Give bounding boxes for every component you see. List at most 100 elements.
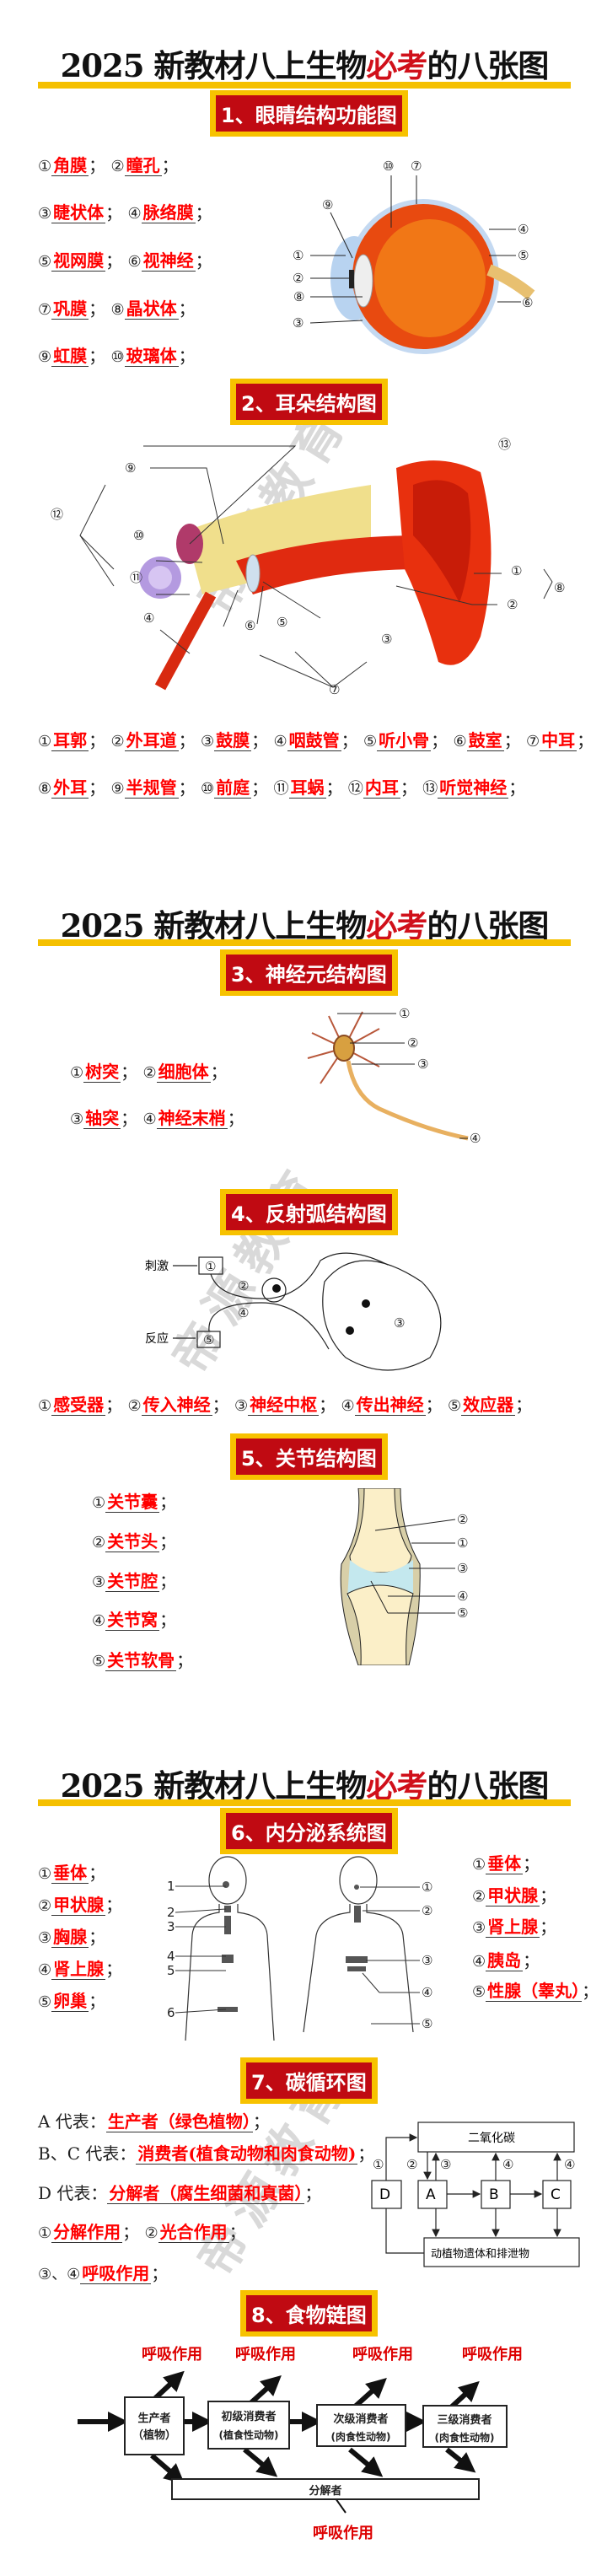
- answer-text: 晶状体: [124, 298, 179, 320]
- answer-number: ⑩: [201, 780, 215, 798]
- answer-number: ①: [38, 733, 52, 750]
- respiration-label: 呼吸作用: [313, 2524, 373, 2542]
- separator: ；: [178, 346, 196, 366]
- separator: ；: [105, 250, 123, 271]
- joint-mark: ⑤: [457, 1605, 468, 1621]
- answer-text: 听小骨: [377, 730, 432, 751]
- answer-text: 卵巢: [51, 1991, 89, 2012]
- eye-mark: ②: [293, 271, 304, 286]
- answer-number: ⑤: [92, 1653, 106, 1670]
- separator: ；: [105, 202, 123, 223]
- section-heading-neuron: 3、神经元结构图: [220, 949, 398, 996]
- separator: ；: [89, 155, 106, 175]
- answer-number: ①: [92, 1494, 106, 1512]
- answer-number: ④: [472, 1953, 486, 1971]
- answer-text: 垂体: [51, 1863, 89, 1884]
- remains-label: 动植物遗体和排泄物: [431, 2248, 529, 2261]
- answer-number: ⑤: [448, 1397, 462, 1415]
- joint-mark: ②: [457, 1512, 468, 1527]
- separator: ；: [582, 1981, 599, 2001]
- separator: ；: [195, 202, 212, 223]
- ear-mark: ⑧: [554, 580, 565, 595]
- ear-mark: ⑬: [498, 437, 511, 452]
- answer-text: 生产者（绿色植物）: [105, 2111, 253, 2132]
- answer-text: 中耳: [540, 730, 577, 751]
- separator: ；: [577, 730, 594, 750]
- answer-number: ④: [92, 1612, 106, 1630]
- answer-text: 树突: [83, 1062, 121, 1083]
- answer-number: ⑩: [110, 348, 125, 366]
- answer-number: ④: [142, 1111, 157, 1128]
- answer-number: ④: [273, 733, 287, 750]
- separator: ；: [503, 730, 521, 750]
- neuron-mark: ②: [407, 1035, 418, 1051]
- ear-mark: ①: [511, 563, 522, 578]
- answer-number: ⑨: [110, 780, 125, 798]
- carbon-mark: ①: [373, 2157, 384, 2172]
- answer-text: 角膜: [51, 155, 89, 176]
- separator: ；: [89, 346, 106, 366]
- answer-text: 关节腔: [105, 1571, 160, 1592]
- neuron-mark: ④: [470, 1131, 481, 1146]
- answer-number: ④: [127, 205, 142, 223]
- answer-number: ②: [472, 1888, 486, 1906]
- section-heading-reflex: 4、反射弧结构图: [220, 1189, 398, 1235]
- separator: ；: [341, 730, 358, 750]
- page-title: 2025 新教材八上生物必考的八张图: [60, 1767, 550, 1804]
- answer-text: 巩膜: [51, 298, 89, 320]
- answer-text: 玻璃体: [124, 346, 179, 367]
- female-mark: 4: [167, 1949, 175, 1964]
- answer-text: 关节头: [105, 1531, 160, 1552]
- section-heading-foodchain: 8、食物链图: [240, 2290, 378, 2337]
- separator: ；: [105, 1895, 123, 1915]
- reflex-mark: ④: [238, 1305, 249, 1320]
- answer-prefix: A 代表：: [38, 2111, 106, 2132]
- answer-number: ②: [38, 1897, 52, 1915]
- separator: ；: [325, 777, 343, 798]
- ear-mark: ⑨: [125, 460, 136, 476]
- answer-number: ⑧: [38, 780, 52, 798]
- answer-prefix: D 代表：: [38, 2183, 108, 2203]
- answer-text: 肾上腺: [51, 1959, 106, 1980]
- answer-text: 关节窝: [105, 1610, 160, 1631]
- separator: ；: [159, 1571, 177, 1591]
- answer-text: 胰岛: [486, 1950, 524, 1971]
- separator: ；: [161, 155, 179, 175]
- female-mark: 5: [167, 1963, 175, 1978]
- separator: ；: [151, 2263, 169, 2283]
- answer-text: 虹膜: [51, 346, 89, 367]
- reflex-arc-diagram: 刺激 反应 ① ② ③ ④ ⑤: [145, 1252, 442, 1371]
- section-heading-endocrine: 6、内分泌系统图: [220, 1808, 398, 1854]
- answer-text: 性腺（睾丸）: [486, 1981, 583, 2002]
- reflex-mark: ②: [238, 1278, 249, 1293]
- answer-text: 肾上腺: [486, 1917, 540, 1938]
- answer-text: 前庭: [214, 777, 252, 799]
- answer-text: 瞳孔: [124, 155, 162, 176]
- eye-mark: ⑧: [293, 289, 304, 304]
- secondary-consumer-sub: (肉食性动物): [331, 2430, 391, 2443]
- respiration-label: 呼吸作用: [352, 2345, 413, 2364]
- carbon-mark: ④: [502, 2157, 513, 2172]
- answer-text: 外耳: [51, 777, 89, 799]
- separator: ；: [251, 730, 269, 750]
- reflex-mark: ⑤: [203, 1332, 214, 1347]
- answer-text: 神经末梢: [156, 1108, 228, 1129]
- separator: ；: [523, 1853, 540, 1874]
- answer-number: ③: [38, 205, 52, 223]
- joint-mark: ①: [457, 1535, 468, 1551]
- ear-mark: ④: [143, 610, 154, 626]
- answer-text: 感受器: [51, 1395, 106, 1416]
- section-heading-carbon: 7、碳循环图: [240, 2057, 378, 2104]
